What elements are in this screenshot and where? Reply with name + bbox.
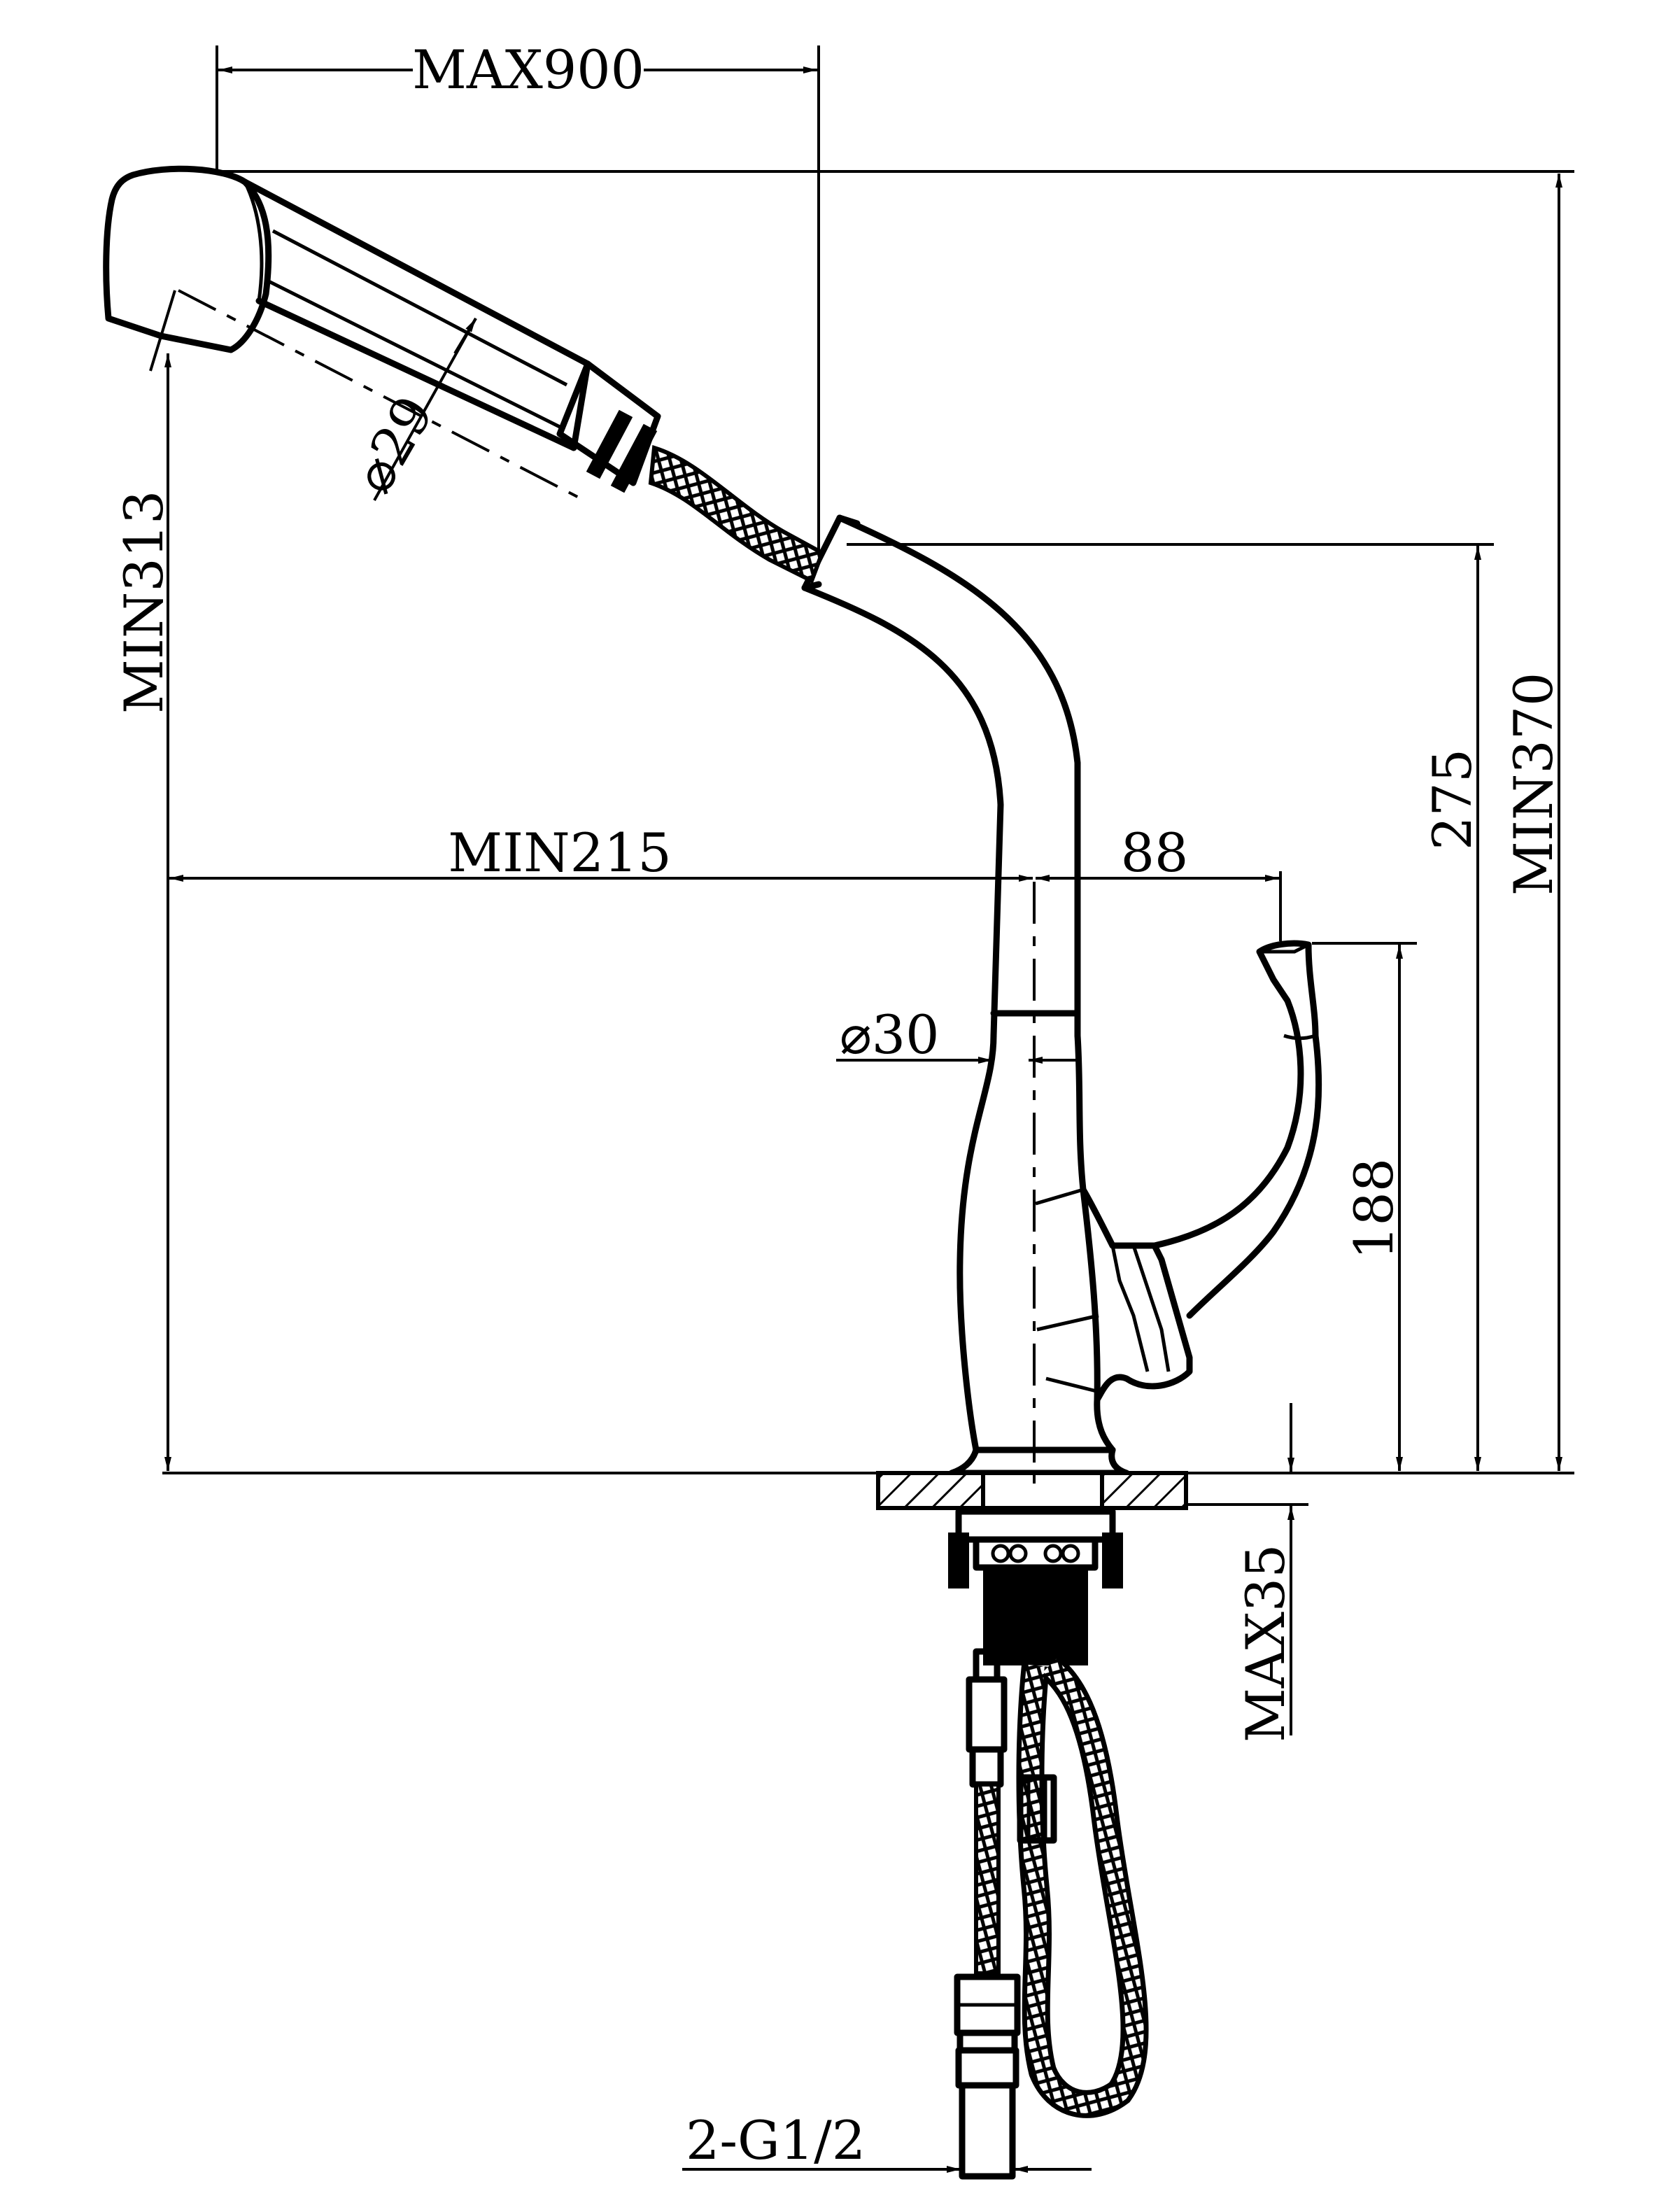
- dim-275-label: 275: [1421, 749, 1483, 850]
- max900-label: MAX900: [412, 38, 644, 101]
- dim-275: 275: [847, 543, 1494, 1471]
- supply-hoses: [954, 1648, 1149, 2180]
- dim-88: 88: [1036, 822, 1282, 941]
- dim-inlet-thread: 2-G1/2: [682, 2109, 1092, 2173]
- dim-min215: MIN215: [169, 822, 1033, 884]
- dim-88-label: 88: [1121, 822, 1189, 884]
- dim-diameter-30: ⌀30: [836, 1003, 1079, 1066]
- min370-label: MIN370: [1502, 672, 1565, 896]
- max35-label: MAX35: [1234, 1544, 1297, 1742]
- min215-label: MIN215: [448, 822, 671, 884]
- dim-188: 188: [1312, 942, 1417, 1471]
- faucet-body: [801, 514, 1322, 1477]
- base-reference-line: [162, 1472, 1574, 1506]
- inlet-thread-label: 2-G1/2: [686, 2109, 866, 2171]
- dim-min370: MIN370: [217, 170, 1574, 1471]
- pull-out-hose: [648, 445, 825, 584]
- dim-max35: MAX35: [1234, 1403, 1297, 1742]
- dim-min313: MIN313: [113, 290, 176, 1471]
- diameter-30-label: ⌀30: [840, 1003, 939, 1066]
- center-lines: [178, 289, 1036, 1484]
- deck-mount: [876, 1471, 1188, 1665]
- dim-max900: MAX900: [216, 38, 820, 553]
- spray-head: [103, 165, 661, 493]
- min313-label: MIN313: [113, 491, 175, 714]
- dim-188-label: 188: [1343, 1158, 1405, 1260]
- threaded-shank: [983, 1568, 1088, 1665]
